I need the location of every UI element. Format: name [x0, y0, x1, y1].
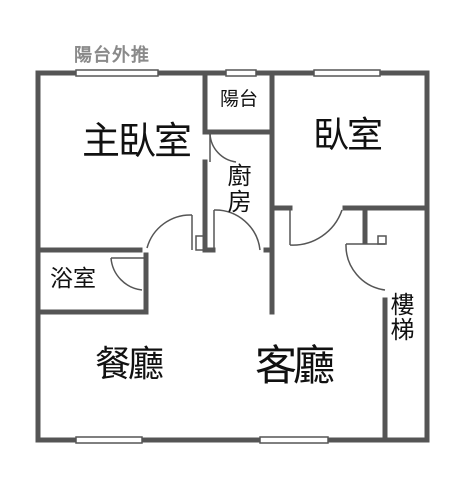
window-balcony — [225, 69, 257, 77]
window-dining — [75, 436, 143, 444]
door-kitchen-top — [209, 133, 237, 163]
room-label-living-room: 客廳 — [255, 341, 335, 390]
door-stairs-swing — [345, 243, 386, 291]
fixture-stair-top — [377, 235, 387, 245]
door-bedroom-swing — [289, 209, 343, 246]
fixture-master-post — [195, 235, 205, 251]
room-label-master-bedroom: 主臥室 — [82, 119, 192, 163]
room-label-bedroom: 臥室 — [313, 115, 383, 156]
room-label-stairs: 樓梯 — [386, 292, 414, 342]
outside-balcony-note: 陽台外推 — [74, 45, 150, 66]
window-living — [259, 436, 329, 444]
room-label-balcony: 陽台 — [220, 88, 259, 110]
window-master — [75, 69, 159, 77]
room-label-dining-room: 餐廳 — [95, 344, 164, 385]
window-marks — [75, 69, 381, 444]
small-fixtures — [195, 235, 387, 251]
window-bedroom — [313, 69, 381, 77]
door-bath-swing — [110, 257, 143, 291]
room-label-kitchen: 廚房 — [223, 163, 251, 215]
doors — [110, 133, 386, 291]
door-kitchen-bottom — [213, 209, 261, 251]
room-label-bathroom: 浴室 — [50, 266, 96, 292]
door-master-swing — [146, 214, 193, 249]
